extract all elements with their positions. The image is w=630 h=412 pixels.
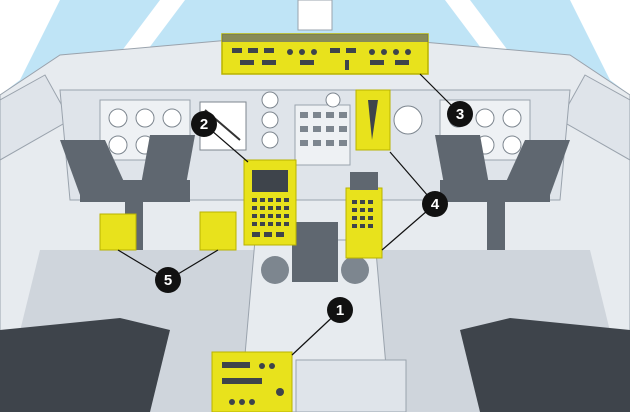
callout-label: 3 bbox=[456, 106, 464, 123]
side-panels bbox=[99, 211, 237, 251]
seats bbox=[0, 318, 630, 412]
callout-label: 2 bbox=[200, 116, 208, 133]
callout-3: 3 bbox=[447, 101, 473, 127]
callout-label: 5 bbox=[164, 272, 172, 289]
callout-label: 1 bbox=[336, 302, 344, 319]
callout-label: 4 bbox=[431, 196, 440, 213]
callout-1: 1 bbox=[327, 297, 353, 323]
first-officer-yoke bbox=[435, 135, 570, 260]
captain-cdu bbox=[243, 159, 297, 246]
callout-5: 5 bbox=[155, 267, 181, 293]
callout-2: 2 bbox=[191, 111, 217, 137]
first-officer-cdu bbox=[345, 172, 383, 259]
callout-4: 4 bbox=[422, 191, 448, 217]
standby-instrument bbox=[355, 89, 391, 151]
radio-control-panel bbox=[211, 351, 407, 412]
mode-control-panel bbox=[221, 33, 429, 75]
